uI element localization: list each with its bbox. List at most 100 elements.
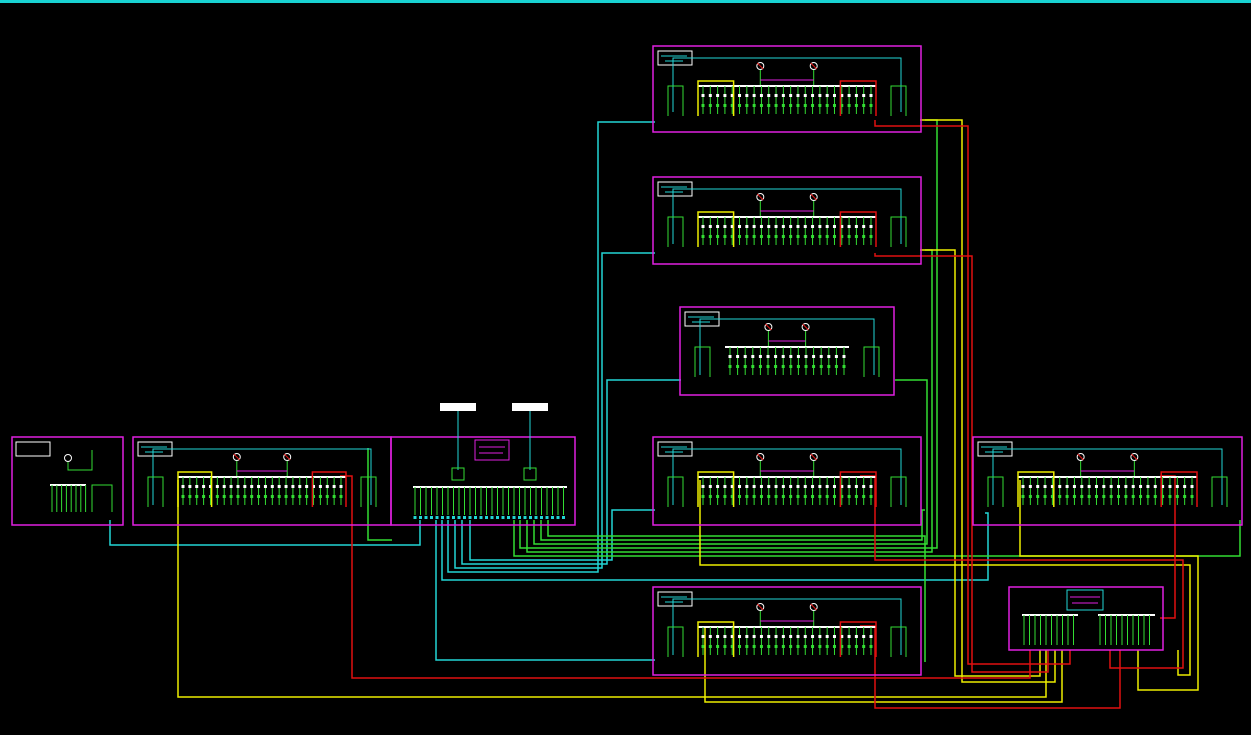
feeder-meter (1131, 495, 1135, 498)
feeder-switch (812, 355, 816, 358)
feeder-meter (842, 365, 846, 368)
feeder-meter (832, 645, 836, 648)
feeder-meter (743, 365, 747, 368)
feeder-meter (716, 645, 720, 648)
breaker-cross (1130, 453, 1138, 461)
feeder-meter (701, 104, 705, 107)
feeder-meter (745, 104, 749, 107)
breaker-symbol-1 (1130, 453, 1139, 461)
breaker-symbol-0 (1076, 453, 1085, 461)
feeder-meter (1028, 495, 1032, 498)
feeder-meter (236, 495, 240, 498)
group-yellow (697, 211, 735, 247)
transformer-1 (512, 403, 548, 411)
feeder-switch (1050, 485, 1054, 488)
feeder-meter (738, 495, 742, 498)
aux-supply-0 (667, 216, 684, 247)
panel-label-plate (15, 441, 51, 457)
feeder-switch (804, 355, 808, 358)
feeder-terminal (479, 516, 483, 519)
breaker-symbol-0 (756, 453, 765, 461)
feeder-switch (339, 485, 343, 488)
feeder-meter (1043, 495, 1047, 498)
feeder-switch (862, 94, 866, 97)
feeder-switch (284, 485, 288, 488)
feeder-meter (869, 235, 873, 238)
interconnect-cables (109, 119, 1241, 709)
feeder-switch (832, 635, 836, 638)
feeder-meter (789, 365, 793, 368)
feeder-meter (215, 495, 219, 498)
feeder-terminal (468, 516, 472, 519)
feeder-meter (767, 104, 771, 107)
feeder-meter (789, 104, 793, 107)
feeder-meter (270, 495, 274, 498)
aux-supply-0 (694, 346, 711, 377)
feeder-switch (701, 94, 705, 97)
feeder-meter (730, 104, 734, 107)
feeder-meter (767, 235, 771, 238)
feeder-meter (869, 645, 873, 648)
feeder-meter (736, 365, 740, 368)
aux-supply-1 (863, 346, 880, 377)
feeder-switch (1124, 485, 1128, 488)
feeder-meter (723, 495, 727, 498)
panel-top-1 (652, 45, 922, 133)
feeder-switch (1094, 485, 1098, 488)
feeder-meter (796, 104, 800, 107)
feeder-switch (840, 225, 844, 228)
aux-supply-1 (890, 216, 907, 247)
feed-link (67, 450, 93, 471)
aux-supply-1 (890, 626, 907, 657)
feeder-meter (716, 104, 720, 107)
feeder-meter (723, 104, 727, 107)
feeder-switch (803, 485, 807, 488)
feeder-meter (774, 645, 778, 648)
feeder-switch (1043, 485, 1047, 488)
feeder-switch (781, 355, 785, 358)
feeder-meter (818, 495, 822, 498)
feeder-switch (789, 225, 793, 228)
feeder-meter (1117, 495, 1121, 498)
feeder-switch (759, 635, 763, 638)
feeder-meter (869, 495, 873, 498)
breaker-cross (810, 603, 818, 611)
feeder-switch (796, 485, 800, 488)
feeder-meter (1072, 495, 1076, 498)
feeder-switch (1183, 485, 1187, 488)
aux-supply-0 (667, 626, 684, 657)
feeder-meter (708, 104, 712, 107)
feeder-meter (181, 495, 185, 498)
feeder-meter (847, 235, 851, 238)
feeder-meter (1168, 495, 1172, 498)
feeder-meter (1183, 495, 1187, 498)
group-red (839, 621, 877, 657)
feeder-switch (745, 225, 749, 228)
feeder-meter (803, 495, 807, 498)
feeder-switch (842, 355, 846, 358)
feeder-meter (1102, 495, 1106, 498)
feeder-switch (701, 225, 705, 228)
feeder-switch (834, 355, 838, 358)
feeder-meter (738, 104, 742, 107)
feeder-switch (818, 94, 822, 97)
feeder-terminal (430, 516, 433, 519)
breaker-symbol-1 (801, 323, 810, 331)
cable-green-1 (526, 249, 933, 553)
feeder-meter (738, 235, 742, 238)
feeder-switch (1117, 485, 1121, 488)
feeder-switch (1131, 485, 1135, 488)
feeder-terminal (435, 516, 439, 519)
feeder-switch (825, 225, 829, 228)
feeder-meter (759, 104, 763, 107)
feeder-switch (1102, 485, 1106, 488)
breaker-cross (756, 62, 764, 70)
feeder-terminal (562, 516, 565, 519)
panel-left-small (11, 436, 124, 526)
feeder-switch (752, 485, 756, 488)
feeder-meter (818, 235, 822, 238)
feeder-switch (827, 355, 831, 358)
feeder-switch (723, 635, 727, 638)
feeder-meter (789, 645, 793, 648)
